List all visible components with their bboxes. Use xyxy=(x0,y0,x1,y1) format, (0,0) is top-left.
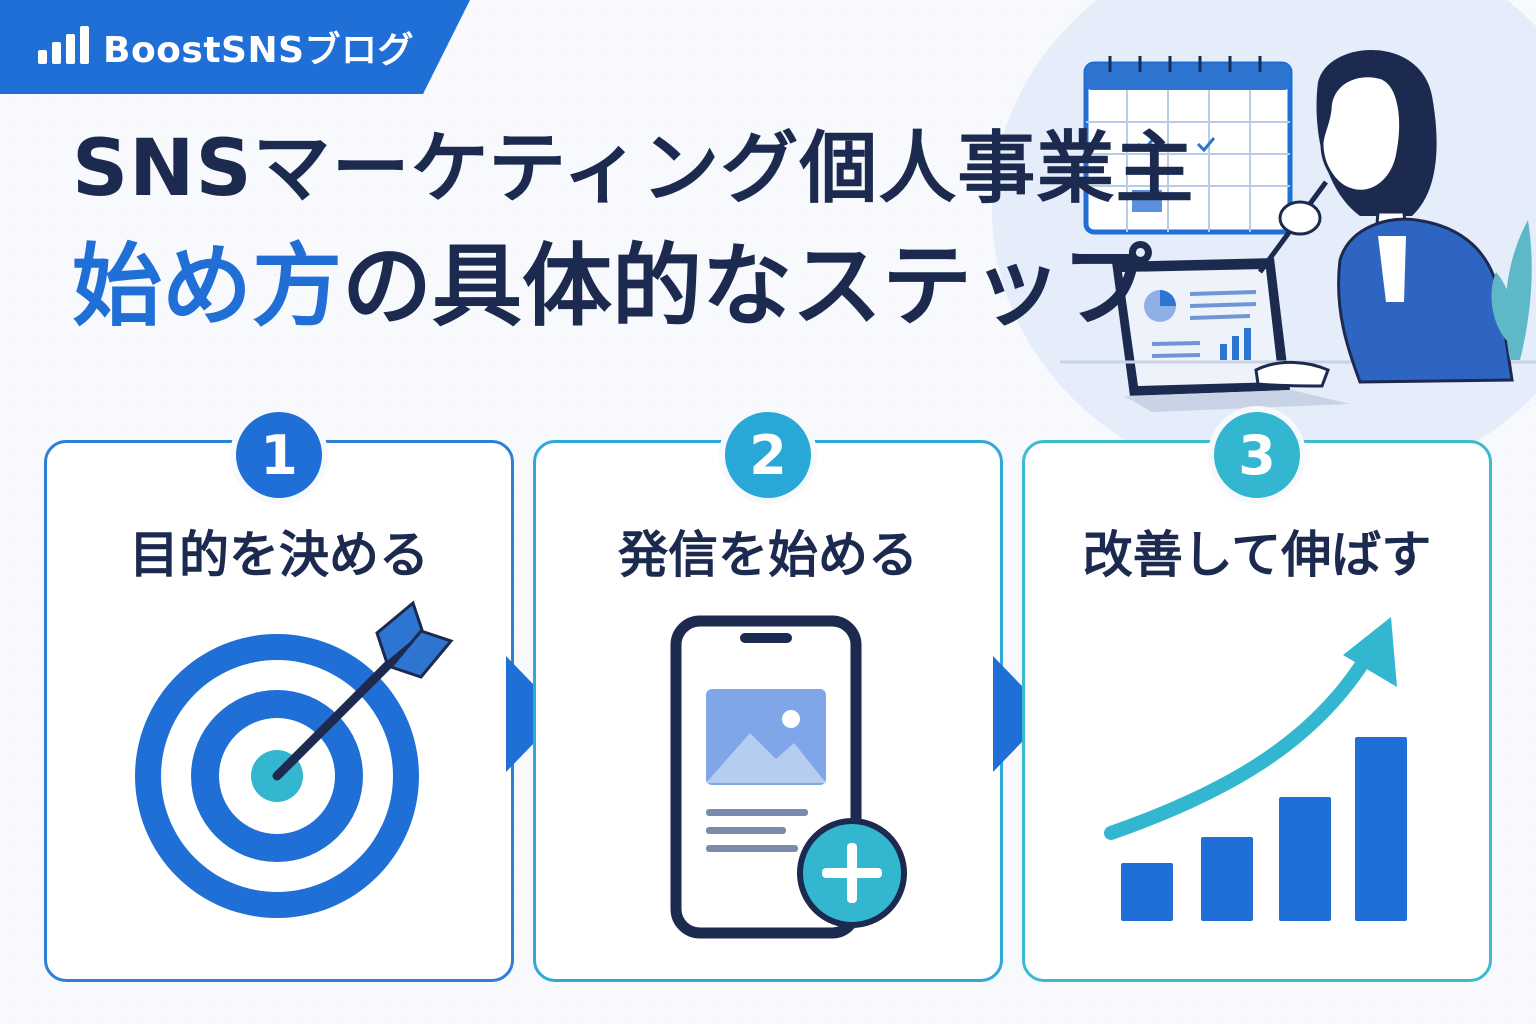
title-line-1: SNSマーケティング個人事業主 xyxy=(72,124,1195,214)
step-label: 改善して伸ばす xyxy=(1082,526,1432,584)
step-card-1[interactable]: 目的を決める xyxy=(44,440,514,982)
step-label: 発信を始める xyxy=(618,526,918,584)
person-icon xyxy=(1254,49,1514,388)
brand-banner[interactable]: BoostSNSブログ xyxy=(0,0,470,94)
calendar-icon xyxy=(1083,56,1293,235)
hero-illustration xyxy=(1060,49,1536,412)
plant-icon xyxy=(1491,220,1532,360)
bar-chart-icon xyxy=(38,26,89,64)
title-rest: の具体的なステップ xyxy=(342,234,1152,339)
step-card-3[interactable]: 改善して伸ばす xyxy=(1022,440,1492,982)
brand-name: BoostSNSブログ xyxy=(103,30,415,71)
step-badge-3: 3 xyxy=(1208,406,1306,504)
smartphone-post-icon xyxy=(670,615,907,939)
title-line-2: 始め方の具体的なステップ xyxy=(72,242,1194,332)
step-badge-2: 2 xyxy=(719,406,817,504)
page-title: SNSマーケティング個人事業主 始め方の具体的なステップ xyxy=(72,130,1194,332)
step-badge-1: 1 xyxy=(230,406,328,504)
step-card-2[interactable]: 発信を始める xyxy=(533,440,1003,982)
target-icon xyxy=(135,600,454,918)
growth-chart-icon xyxy=(1104,617,1407,921)
title-accent: 始め方 xyxy=(72,234,342,339)
arrow-right-icon xyxy=(993,656,1049,776)
step-label: 目的を決める xyxy=(129,526,429,584)
